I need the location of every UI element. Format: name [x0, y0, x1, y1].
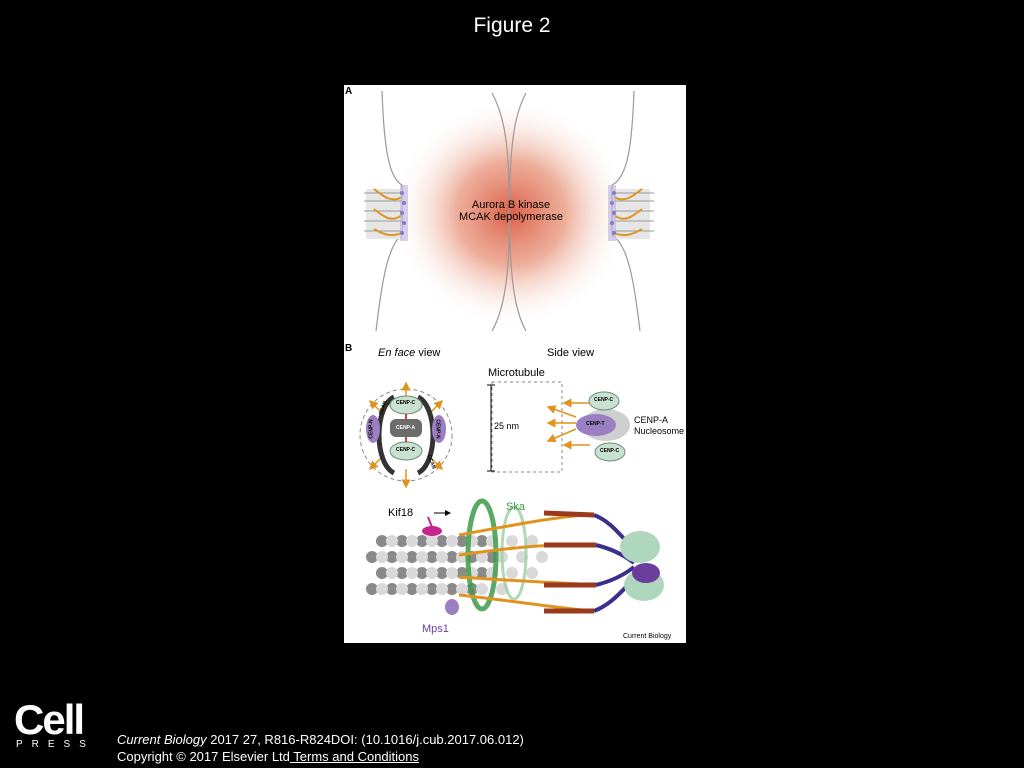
terms-link[interactable]: Terms and Conditions: [289, 749, 420, 764]
side-cenp-c-top-label: CENP-C: [594, 397, 614, 403]
cenp-n-left-label: CENP-N: [368, 419, 375, 439]
ska-label: Ska: [506, 501, 525, 513]
figure-illustration: [359, 90, 664, 615]
cenp-n-right-shape: [432, 415, 446, 443]
dimension-label: 25 nm: [494, 421, 520, 431]
side-cenp-t-label: CENP-T: [586, 421, 605, 427]
microtubule-lattice: [366, 535, 548, 595]
cenp-a-nucleosome-label: CENP-A Nucleosome: [634, 415, 684, 437]
copyright-line: Copyright © 2017 Elsevier Ltd Terms and …: [117, 748, 524, 765]
cenp-a-line-1: CENP-A: [634, 415, 669, 425]
citation-line: Current Biology 2017 27, R816-R824DOI: (…: [117, 731, 524, 748]
microtubule-outline: [491, 381, 563, 473]
cenp-n-right-label: CENP-N: [434, 419, 441, 439]
side-view-heading: Side view: [547, 347, 595, 359]
aurora-gradient: [391, 98, 631, 328]
logo-press-text: PRESS: [16, 739, 95, 750]
dimension-marker: [487, 384, 495, 472]
figure-panel: A Aurora B kinase MCAK depolymerase B En…: [344, 85, 686, 643]
side-cenp-c-bottom-shape: [594, 442, 626, 462]
en-face-italic: En face: [378, 347, 416, 359]
mps1-blob: [445, 599, 459, 615]
mps1-label: Mps1: [422, 623, 449, 635]
microtubule-label: Microtubule: [488, 367, 545, 379]
kif18-label: Kif18: [388, 507, 414, 519]
ndc80-fibrils: [458, 510, 636, 614]
aurora-label: Aurora B kinase MCAK depolymerase: [454, 199, 568, 223]
panel-a-label: A: [345, 86, 353, 97]
aurora-line-1: Aurora B kinase: [471, 199, 551, 211]
side-cenp-c-bottom-label: CENP-C: [600, 448, 620, 454]
aurora-line-2: MCAK depolymerase: [459, 211, 563, 223]
cell-press-logo: Cell PRESS: [14, 696, 95, 750]
side-cenp-c-top-shape: [588, 391, 620, 411]
panel-b-label: B: [345, 343, 353, 354]
cenp-c-bottom-label: CENP-C: [396, 447, 416, 453]
cenp-a-center-shape: [390, 419, 422, 437]
citation-block: Current Biology 2017 27, R816-R824DOI: (…: [117, 731, 524, 765]
citation-details: 2017 27, R816-R824DOI: (10.1016/j.cub.20…: [206, 732, 524, 747]
kinetochore-right: [608, 185, 654, 241]
kinetochore-left: [364, 185, 408, 241]
figure-credit: Current Biology: [623, 633, 672, 640]
figure-title: Figure 2: [473, 14, 551, 37]
kif18-motor: [422, 516, 442, 536]
copyright-text: Copyright © 2017 Elsevier Ltd: [117, 749, 290, 764]
en-face-rest: view: [415, 347, 441, 359]
logo-cell-text: Cell: [14, 696, 85, 743]
outer-kinetochore: [620, 531, 664, 601]
sister-chromatid-boundary: [491, 92, 527, 332]
cenp-n-left-shape: [366, 415, 380, 443]
side-cenp-t-shape: [576, 414, 616, 436]
side-view-arrows: [546, 398, 590, 450]
cenp-a-center-label: CENP-A: [396, 425, 416, 431]
en-face-heading: En face view: [378, 347, 440, 359]
citation-journal: Current Biology: [117, 732, 207, 747]
cenp-a-line-2: Nucleosome: [634, 426, 685, 436]
cenp-c-top-label: CENP-C: [396, 400, 416, 406]
